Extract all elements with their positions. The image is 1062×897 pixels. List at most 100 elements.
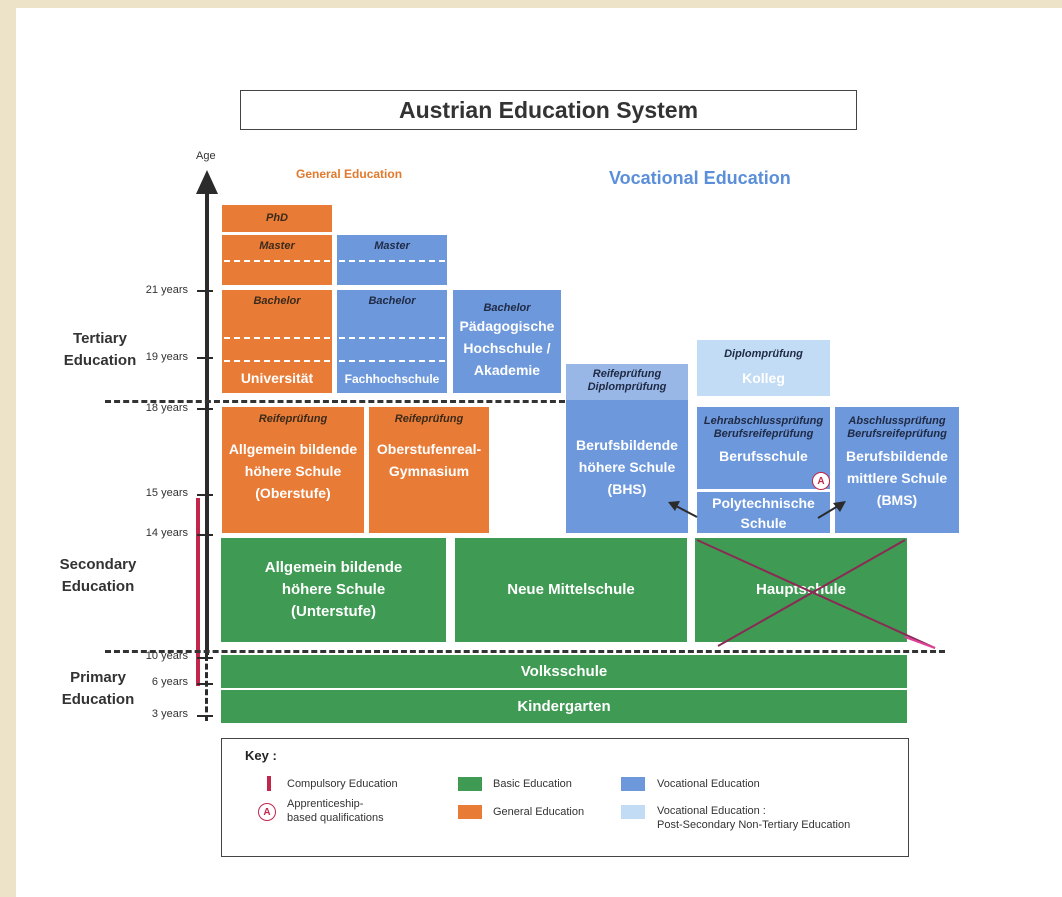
uni-master-label: Master (259, 240, 295, 252)
key-apprenticeship-line: Apprenticeship- (287, 798, 364, 810)
year-divider (224, 260, 330, 262)
bms-name-line: mittlere Schule (846, 470, 948, 486)
bhs-name-line: höhere Schule (578, 458, 676, 475)
axis-tick (197, 290, 213, 292)
age-label: 18 years (145, 402, 188, 414)
pts-name-line: Polytechnische (712, 494, 815, 511)
berufsschule-box: Lehrabschlussprüfung Berufsreifeprüfung … (697, 407, 830, 489)
kindergarten-label: Kindergarten (517, 697, 611, 715)
axis-tick (197, 534, 213, 536)
ahs-unter-line: (Unterstufe) (291, 603, 376, 620)
fachhochschule-label: Fachhochschule (344, 372, 440, 386)
year-divider (339, 260, 445, 262)
phd-box: PhD (222, 205, 332, 232)
ahs-unter-line: höhere Schule (281, 581, 386, 598)
key-vocational-label: Vocational Education (657, 778, 760, 790)
apprenticeship-circle-icon: A (258, 803, 276, 821)
fh-master-label: Master (374, 240, 410, 252)
stage-label-line: Education (61, 691, 135, 708)
axis-tick (197, 494, 213, 496)
age-axis-line (205, 185, 209, 655)
key-post-secondary-line: Vocational Education : (657, 805, 766, 817)
key-post-secondary-label: Vocational Education : Post-Secondary No… (657, 804, 850, 832)
fachhochschule-box: Bachelor (337, 290, 447, 393)
nms-label: Neue Mittelschule (507, 581, 635, 598)
axis-tick (197, 683, 213, 685)
diagonal-arrow-icon (668, 501, 846, 519)
phd-label: PhD (266, 212, 288, 224)
general-education-header: General Education (296, 167, 403, 181)
ahs-name-line: (Oberstufe) (255, 485, 331, 501)
key-post-secondary-swatch (621, 805, 645, 819)
axis-tick (197, 715, 213, 717)
ahs-caption: Reifeprüfung (258, 413, 328, 425)
ahs-unter-line: Allgemein bildende (264, 559, 403, 576)
bms-caption-line: Abschlussprüfung (848, 415, 946, 427)
org-name-line: Gymnasium (388, 463, 470, 479)
axis-tick (197, 657, 213, 659)
neue-mittelschule-box: Neue Mittelschule (455, 538, 687, 642)
stage-label-line: Primary (70, 669, 126, 686)
vocational-education-header: Vocational Education (609, 168, 791, 188)
berufsschule-label: Berufsschule (719, 448, 808, 464)
org-name-line: Oberstufenreal- (376, 441, 482, 457)
key-basic-swatch (458, 777, 482, 791)
kolleg-label: Kolleg (742, 369, 785, 386)
tertiary-separator (105, 400, 565, 403)
key-basic-label: Basic Education (493, 778, 572, 790)
bhs-name-line: (BHS) (607, 480, 647, 497)
age-label: 21 years (145, 284, 188, 296)
stage-label-line: Secondary (59, 556, 137, 573)
stage-label-line: Education (63, 352, 137, 369)
bhs-name-line: Berufsbildende (576, 436, 678, 453)
key-apprenticeship-label: Apprenticeship- based qualifications (287, 797, 384, 825)
apprenticeship-circle-icon: A (812, 472, 830, 490)
year-divider (339, 337, 445, 339)
ahs-unterstufe-box: Allgemein bildende höhere Schule (Unters… (221, 538, 446, 642)
bs-caption-line: Berufsreifeprüfung (713, 428, 814, 440)
axis-tick (197, 408, 213, 410)
age-label: 3 years (151, 708, 188, 720)
stage-label-line: Tertiary (73, 330, 127, 347)
age-label: 15 years (145, 487, 188, 499)
ahs-oberstufe-box: Reifeprüfung Allgemein bildende höhere S… (222, 407, 364, 533)
key-post-secondary-line: Post-Secondary Non-Tertiary Education (657, 819, 851, 831)
bms-caption-line: Berufsreifeprüfung (847, 428, 947, 440)
age-axis-dashed-line (205, 655, 208, 721)
key-compulsory-label: Compulsory Education (287, 778, 398, 790)
year-divider (224, 360, 330, 362)
oberstufenrealgymnasium-box: Reifeprüfung Oberstufenreal- Gymnasium (369, 407, 489, 533)
key-general-swatch (458, 805, 482, 819)
kolleg-caption: Diplomprüfung (724, 347, 803, 360)
primary-separator (105, 650, 945, 653)
uni-bachelor-label: Bachelor (253, 295, 301, 307)
cross-out-icon (696, 539, 936, 649)
bms-name-line: Berufsbildende (846, 448, 948, 464)
age-label: 19 years (145, 351, 188, 363)
kindergarten-box: Kindergarten (221, 690, 907, 723)
bhs-exam-captions: Reifeprüfung Diplomprüfung (566, 368, 688, 394)
ph-name-line: Akademie (473, 362, 541, 378)
ph-name-line: Pädagogische (459, 318, 555, 334)
volksschule-label: Volksschule (520, 662, 608, 680)
universitaet-label: Universität (240, 370, 314, 386)
key-panel (221, 738, 909, 857)
paedagogische-hochschule-box: Bachelor Pädagogische Hochschule / Akade… (453, 290, 561, 393)
key-general-label: General Education (493, 806, 585, 818)
age-label: 6 years (151, 676, 188, 688)
polytechnische-schule-box: Polytechnische Schule (697, 492, 830, 533)
volksschule-box: Volksschule (221, 655, 907, 688)
axis-tick (197, 357, 213, 359)
key-compulsory-swatch (267, 776, 271, 791)
stage-primary: Primary Education (48, 667, 148, 711)
year-divider (224, 337, 330, 339)
up-arrow-icon (196, 170, 218, 194)
pts-name-line: Schule (740, 514, 787, 531)
age-label: 10 years (145, 650, 188, 662)
bms-name-line: (BMS) (876, 492, 918, 508)
compulsory-education-bar (196, 498, 200, 686)
org-caption: Reifeprüfung (394, 413, 464, 425)
stage-label-line: Education (61, 578, 135, 595)
key-vocational-swatch (621, 777, 645, 791)
page-title: Austrian Education System (240, 90, 857, 130)
